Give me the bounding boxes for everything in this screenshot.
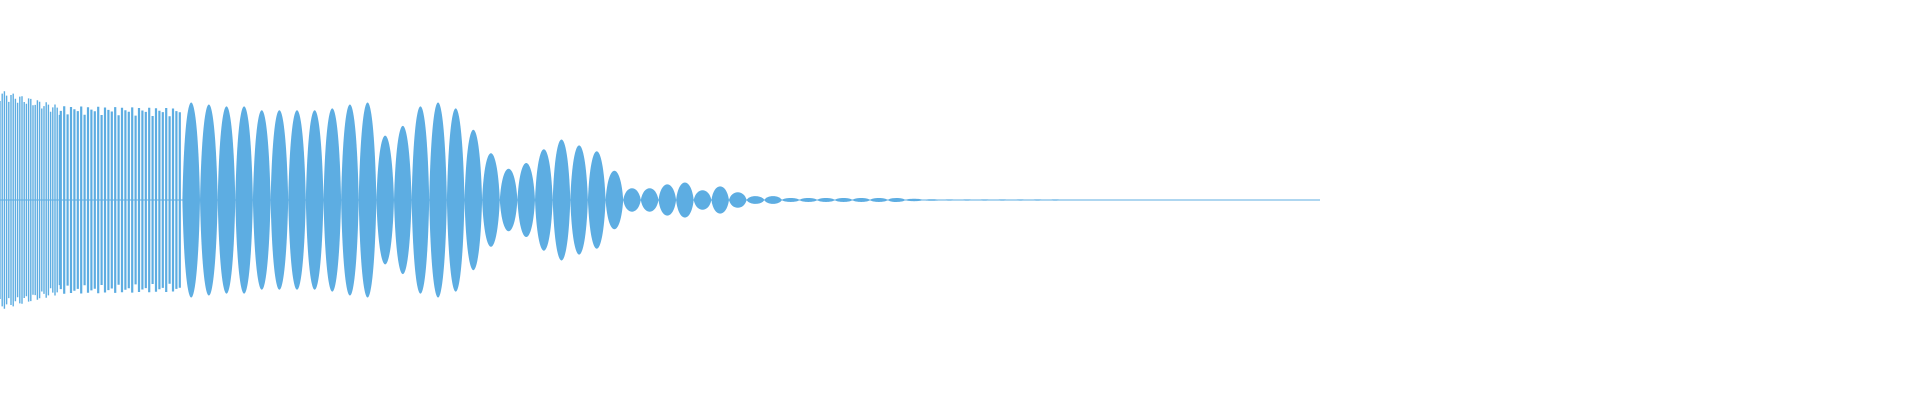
waveform-lobe	[940, 199, 959, 201]
waveform-lobe	[1046, 199, 1064, 201]
waveform-lobe	[552, 139, 571, 261]
waveform-lobe	[623, 188, 641, 212]
waveform-lobe	[270, 110, 289, 290]
waveform-lobe	[446, 108, 465, 292]
waveform-lobe	[834, 198, 853, 202]
waveform-lobe	[922, 199, 941, 201]
waveform-lobe	[217, 106, 236, 294]
waveform-lobe	[799, 198, 818, 202]
waveform-lobe	[341, 104, 359, 296]
waveform-lobe	[993, 199, 1012, 201]
waveform-lobe	[711, 186, 729, 214]
waveform-lobe	[182, 102, 200, 298]
waveform-lobe	[887, 198, 906, 202]
waveform-lobe	[305, 110, 324, 290]
waveform-lobe	[482, 153, 500, 247]
waveform-dense-region	[0, 91, 181, 309]
waveform-lobe	[852, 198, 870, 202]
waveform-lobe	[729, 192, 747, 208]
waveform-lobe	[252, 110, 271, 290]
waveform-lobe	[958, 199, 976, 201]
waveform-lobes	[182, 102, 1064, 298]
waveform-lobe	[605, 170, 624, 230]
waveform-lobe	[517, 162, 535, 238]
waveform-lobe	[1011, 199, 1029, 201]
waveform-lobe	[570, 145, 588, 255]
waveform-lobe	[200, 104, 218, 296]
waveform-lobe	[817, 198, 835, 202]
waveform-lobe	[323, 108, 342, 292]
waveform-lobe	[693, 190, 712, 210]
waveform-lobe	[394, 125, 412, 275]
waveform-lobe	[870, 198, 888, 202]
waveform-lobe	[358, 102, 377, 298]
waveform-lobe	[764, 196, 782, 204]
waveform-lobe	[746, 196, 765, 204]
waveform-lobe	[658, 184, 677, 216]
waveform-lobe	[464, 129, 483, 271]
waveform-lobe	[288, 110, 306, 290]
waveform-lobe	[975, 199, 994, 201]
waveform-lobe	[411, 106, 430, 294]
waveform-lobe	[905, 198, 923, 202]
waveform-lobe	[640, 188, 659, 212]
waveform-lobe	[781, 198, 800, 202]
waveform-lobe	[587, 151, 606, 249]
waveform-lobe	[1028, 199, 1047, 201]
waveform-lobe	[376, 135, 394, 265]
waveform-lobe	[676, 182, 694, 218]
waveform-lobe	[499, 168, 518, 232]
waveform-lobe	[535, 149, 553, 251]
waveform-lobe	[429, 102, 447, 298]
waveform-lobe	[235, 106, 253, 294]
